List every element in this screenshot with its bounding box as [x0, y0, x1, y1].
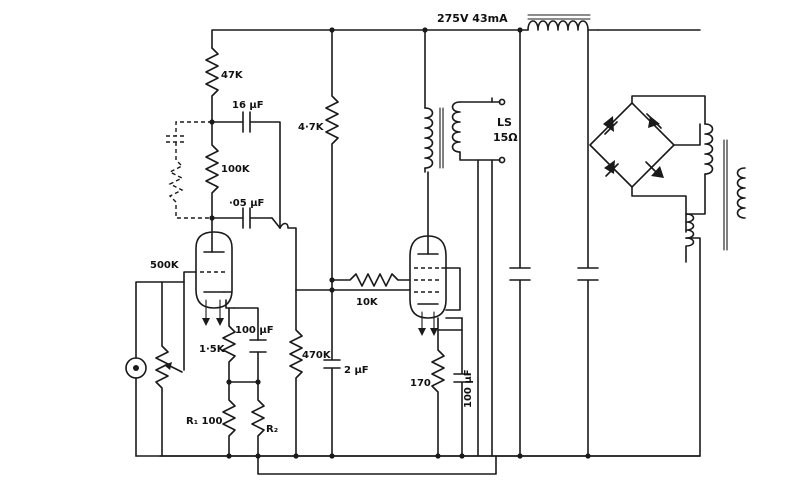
capacitor-05uf	[211, 207, 297, 291]
input-socket	[125, 281, 163, 457]
capacitor-16uf	[211, 111, 281, 229]
cathode-network-stage1	[222, 307, 267, 457]
resistor-10k-label: 10K	[356, 297, 379, 308]
cap-100uf-b-label: 100 μF	[463, 369, 474, 408]
output-transformer	[424, 29, 506, 457]
resistor-470k-label: 470K	[302, 350, 332, 361]
resistor-r1-label: R₁ 100	[186, 416, 222, 427]
resistor-4-7k-label: 4·7K	[298, 122, 325, 133]
pot-500k-label: 500K	[150, 260, 180, 271]
cathode-network-stage2	[431, 317, 471, 457]
resistor-r2-label: R₂	[266, 424, 278, 435]
optional-network-dashed	[166, 121, 212, 219]
supply-rail	[211, 27, 701, 49]
resistor-170-label: 170	[410, 378, 431, 389]
resistor-4-7k	[325, 29, 339, 291]
speaker-label: LS	[497, 116, 512, 129]
volume-pot-500k	[155, 271, 197, 457]
smoothing-choke	[527, 14, 599, 31]
valve-1-triode	[195, 217, 235, 326]
valve-2-pentode	[409, 171, 463, 336]
rectifier-bridge	[589, 95, 706, 233]
grid-feed	[295, 273, 411, 291]
resistor-47k	[205, 47, 219, 123]
capacitor-2uf-label: 2 μF	[344, 365, 369, 376]
resistor-1-5k-label: 1·5K	[199, 344, 226, 355]
capacitor-2uf	[323, 289, 341, 457]
resistor-100k	[205, 121, 219, 219]
ground-rail	[135, 453, 701, 475]
speaker-impedance-label: 15Ω	[493, 131, 518, 144]
resistor-47k-label: 47K	[221, 70, 244, 81]
capacitor-16uf-label: 16 μF	[232, 100, 264, 111]
supply-label: 275V 43mA	[437, 12, 508, 25]
capacitor-05uf-label: ·05 μF	[229, 198, 264, 209]
cap-100uf-a-label: 100 μF	[235, 325, 274, 336]
resistor-470k	[289, 289, 303, 457]
reservoir-capacitors	[509, 29, 599, 457]
resistor-100k-label: 100K	[221, 164, 251, 175]
